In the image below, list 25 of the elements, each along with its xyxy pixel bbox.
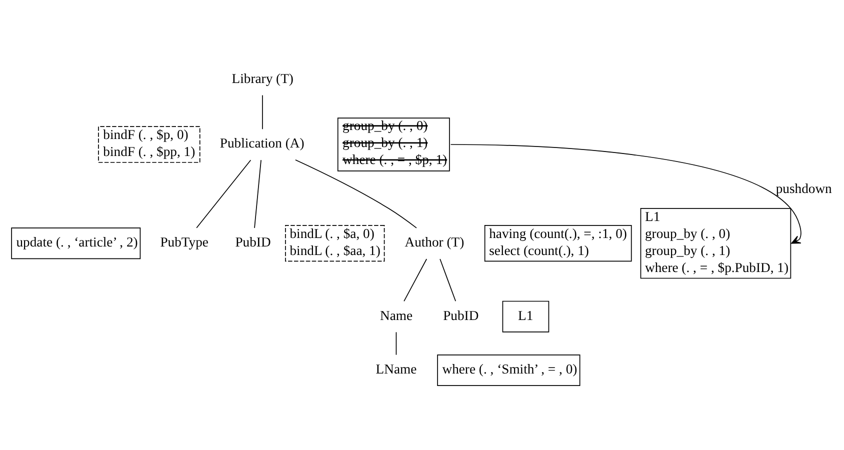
- connector: [396, 332, 397, 356]
- connector: [440, 258, 456, 302]
- connector: [196, 160, 252, 228]
- node-box: group_by (. , 0) group_by (. , 1) where (. , = , $p, 1): [337, 118, 450, 172]
- node-box: where (. , ‘Smith’ , = , 0): [437, 354, 580, 386]
- node-box: L1 group_by (. , 0) group_by (. , 1) where (. , = , $p.PubID, 1): [640, 208, 792, 279]
- node-box: update (. , ‘article’ , 2): [11, 228, 141, 260]
- node-box: L1: [502, 300, 550, 332]
- connector: [404, 258, 428, 302]
- node-box: having (count(.), =, :1, 0) select (count(.), 1): [484, 225, 632, 262]
- node-text: LName: [376, 361, 417, 376]
- node-box: bindF (. , $p, 0) bindF (. , $pp, 1): [98, 126, 200, 163]
- connector: [262, 94, 263, 130]
- node-text: PubID: [443, 308, 479, 323]
- node-text: Name: [380, 308, 413, 323]
- node-text: Library (T): [232, 70, 294, 86]
- node-text: Publication (A): [220, 136, 304, 151]
- edge-label: pushdown: [776, 180, 832, 196]
- node-box: bindL (. , $a, 0) bindL (. , $aa, 1): [285, 225, 385, 262]
- node-text: PubID: [235, 234, 271, 250]
- connector: [295, 159, 417, 228]
- connector: [254, 160, 262, 228]
- node-text: PubType: [160, 234, 208, 250]
- node-text: Author (T): [404, 234, 464, 250]
- arrow: [450, 144, 802, 244]
